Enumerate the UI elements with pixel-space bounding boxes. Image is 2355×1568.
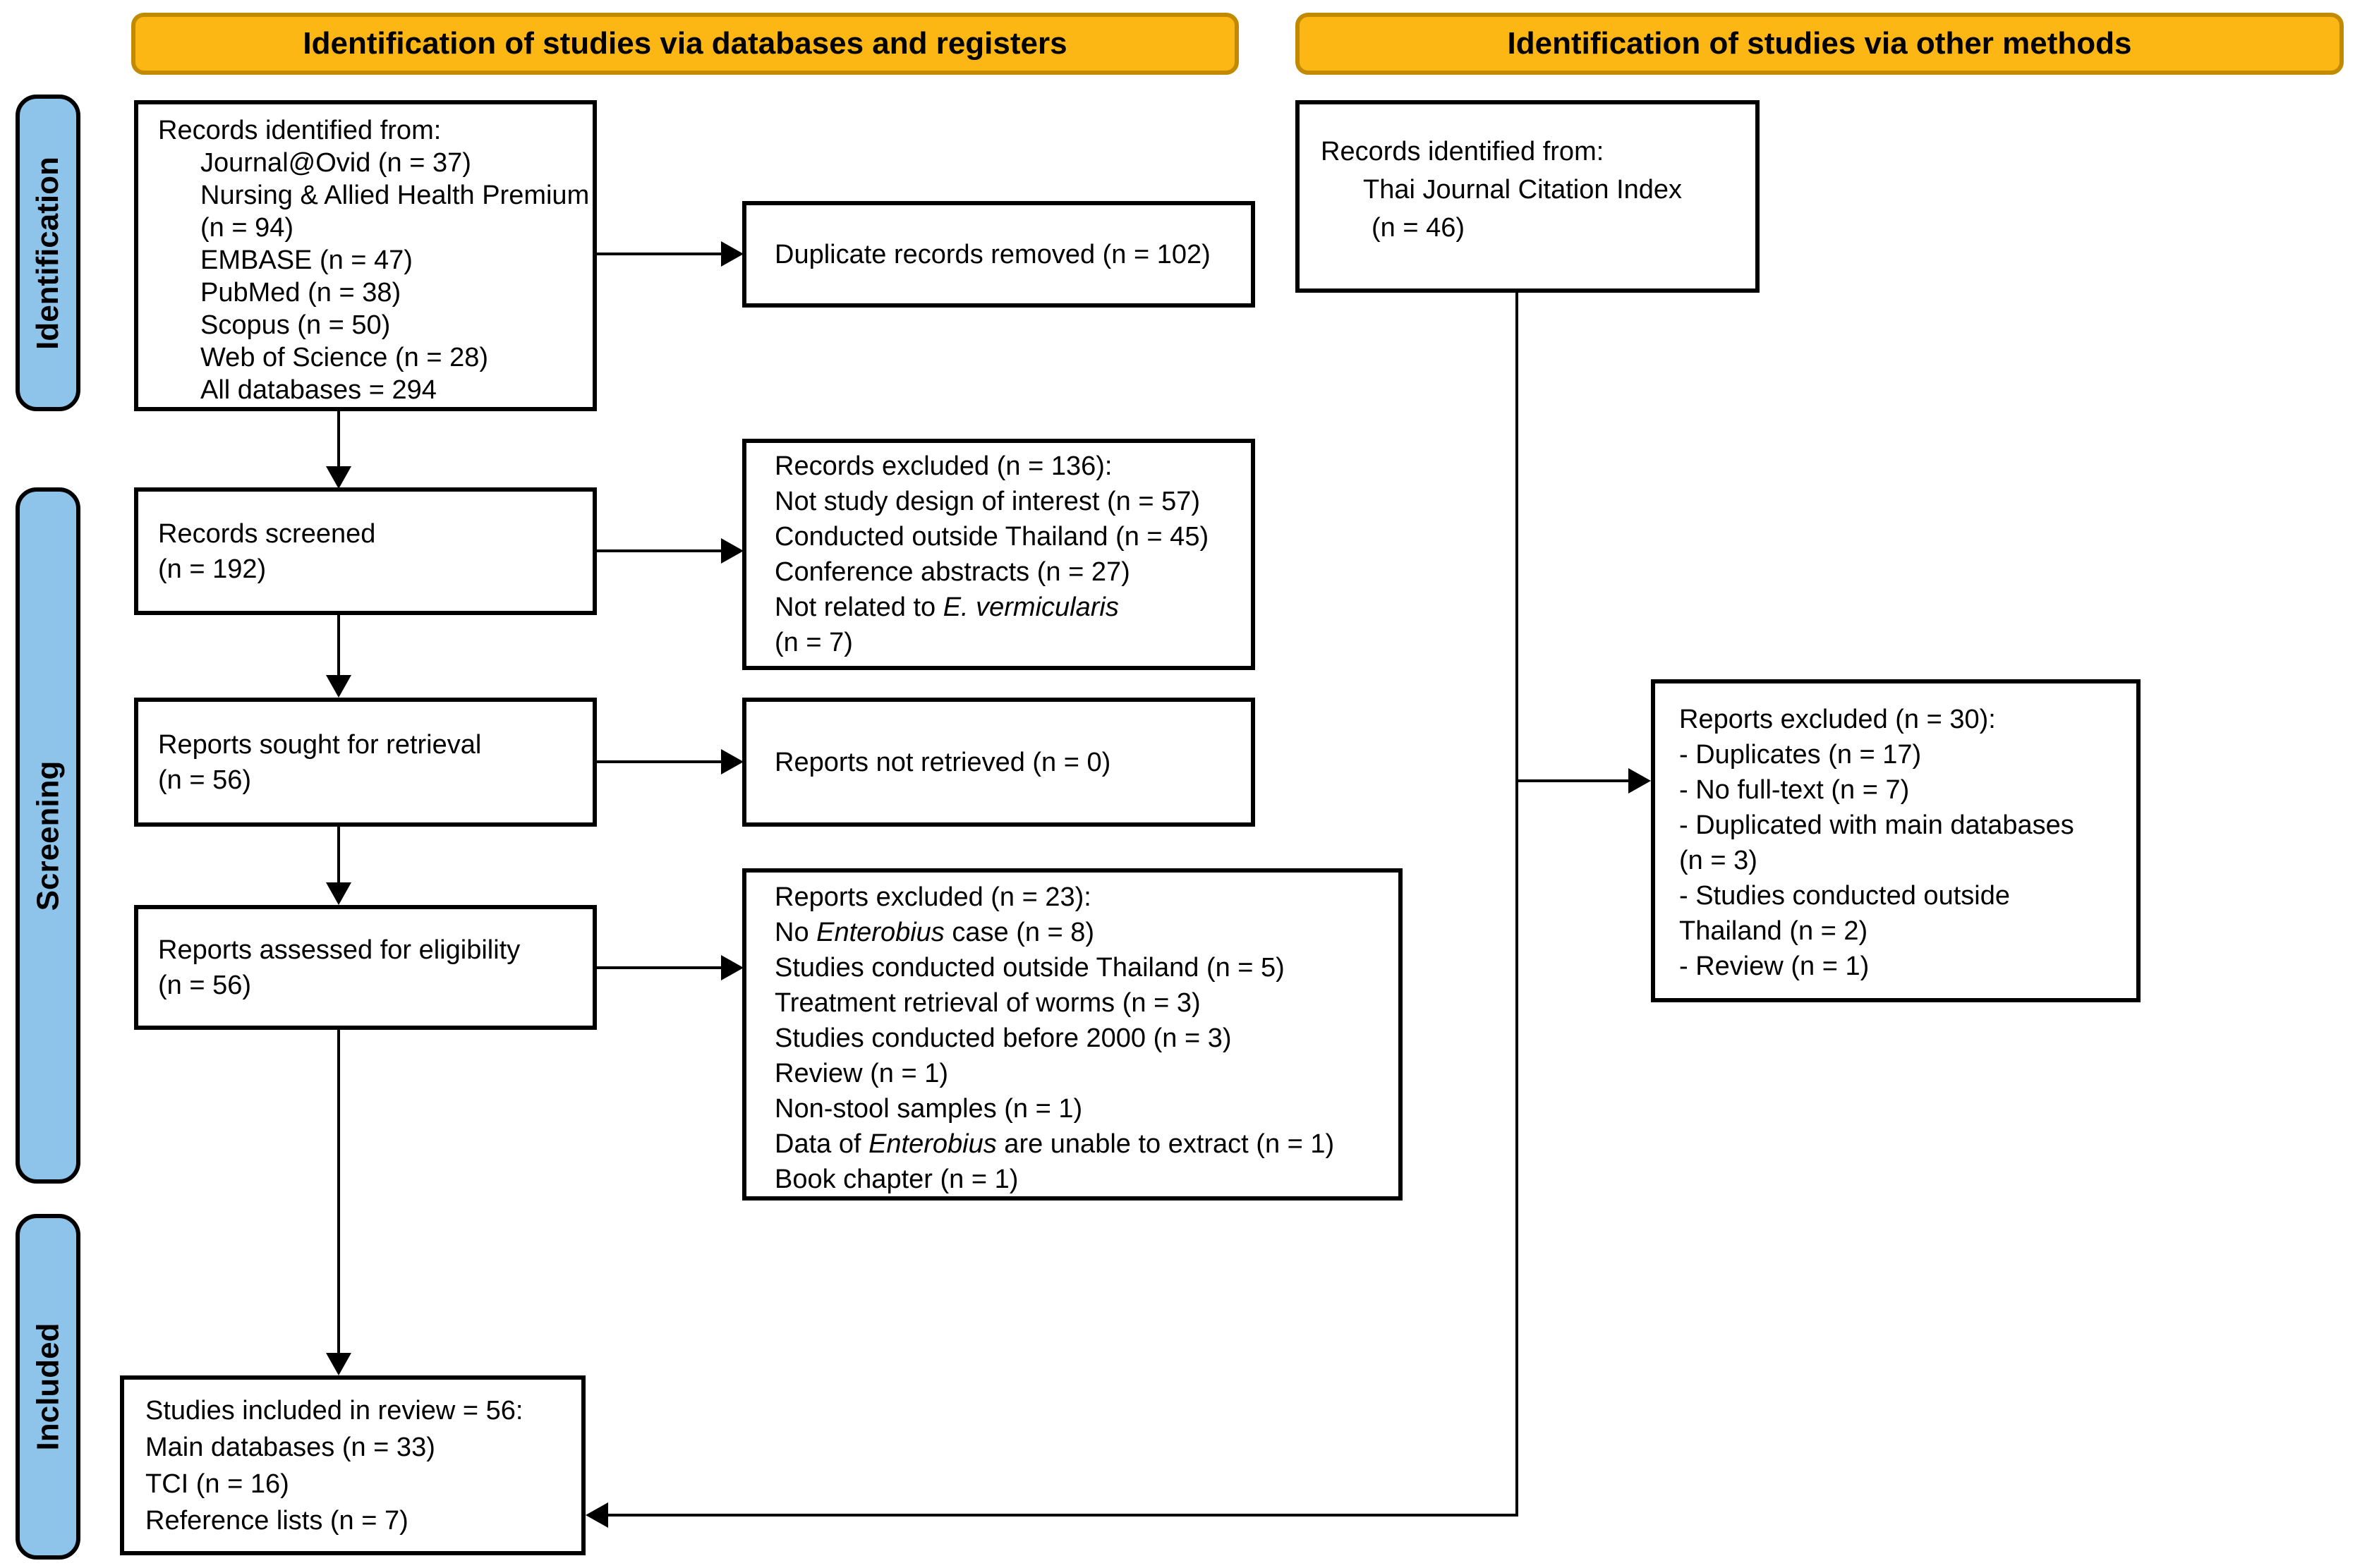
- arrow-identified-to-duplicates-line: [597, 253, 721, 255]
- text-line: Reports sought for retrieval: [158, 729, 482, 760]
- text-line: Not study design of interest (n = 57): [775, 487, 1201, 516]
- text-line: No Enterobius case (n = 8): [775, 918, 1095, 947]
- header-other-methods-label: Identification of studies via other meth…: [1507, 26, 2132, 61]
- text-line: Studies conducted outside Thailand (n = …: [775, 953, 1285, 983]
- box-reports-not-retrieved: Reports not retrieved (n = 0): [742, 698, 1255, 827]
- arrow-screened-to-excluded-line: [597, 549, 721, 552]
- sidebar-screening: Screening: [16, 487, 80, 1184]
- text-line: Main databases (n = 33): [145, 1432, 435, 1462]
- text-line: Reports assessed for eligibility: [158, 935, 521, 965]
- text-line: Reports excluded (n = 23):: [775, 882, 1091, 912]
- sidebar-included: Included: [16, 1214, 80, 1560]
- arrow-identified-to-screened-line: [337, 411, 340, 468]
- sidebar-identification-label: Identification: [30, 156, 65, 350]
- text-line: Data of Enterobius are unable to extract…: [775, 1129, 1335, 1159]
- text-line: EMBASE (n = 47): [200, 245, 413, 275]
- text-line: Reference lists (n = 7): [145, 1505, 408, 1536]
- arrow-assessed-to-included-head: [326, 1353, 351, 1375]
- arrow-identified-to-duplicates-head: [721, 241, 744, 267]
- text-line: Thai Journal Citation Index: [1363, 175, 1683, 205]
- arrow-identified-to-screened-head: [326, 466, 351, 489]
- text-line: (n = 94): [200, 213, 294, 243]
- sidebar-included-label: Included: [30, 1323, 65, 1451]
- text-line: Non-stool samples (n = 1): [775, 1094, 1083, 1124]
- text-line: (n = 7): [775, 628, 853, 657]
- text-line: Studies included in review = 56:: [145, 1395, 523, 1426]
- header-databases-label: Identification of studies via databases …: [303, 26, 1067, 61]
- arrow-screened-to-excluded-head: [721, 538, 744, 564]
- text-line: TCI (n = 16): [145, 1469, 289, 1499]
- text-line: Not related to E. vermicularis: [775, 592, 1119, 622]
- box-reports-excluded-23: Reports excluded (n = 23): No Enterobius…: [742, 868, 1403, 1201]
- text-line: Studies conducted before 2000 (n = 3): [775, 1023, 1232, 1053]
- text-line: Book chapter (n = 1): [775, 1165, 1019, 1194]
- text-line: Conference abstracts (n = 27): [775, 557, 1130, 587]
- text-line: Reports excluded (n = 30):: [1679, 705, 1996, 734]
- text-line: Treatment retrieval of worms (n = 3): [775, 988, 1201, 1018]
- text-line: - Review (n = 1): [1679, 952, 1870, 981]
- text-line: (n = 46): [1372, 213, 1465, 243]
- arrow-sought-to-notretrieved-head: [721, 749, 744, 774]
- text-line: All databases = 294: [200, 375, 437, 405]
- box-reports-sought: Reports sought for retrieval (n = 56): [134, 698, 597, 827]
- text-line: Reports not retrieved (n = 0): [775, 747, 1111, 777]
- text-line: (n = 3): [1679, 846, 1757, 875]
- arrow-sought-to-assessed-head: [326, 882, 351, 905]
- text-line: Review (n = 1): [775, 1059, 949, 1088]
- text-line: (n = 56): [158, 970, 252, 1000]
- arrow-tci-to-included-line: [608, 1514, 1518, 1517]
- header-databases-registers: Identification of studies via databases …: [131, 13, 1239, 75]
- header-other-methods: Identification of studies via other meth…: [1295, 13, 2344, 75]
- text-line: Thailand (n = 2): [1679, 916, 1868, 946]
- text-line: PubMed (n = 38): [200, 278, 401, 308]
- box-reports-assessed: Reports assessed for eligibility (n = 56…: [134, 905, 597, 1030]
- arrow-assessed-to-excluded23-line: [597, 966, 721, 969]
- box-records-identified-tci: Records identified from: Thai Journal Ci…: [1295, 100, 1760, 293]
- line-tci-down: [1515, 293, 1518, 1517]
- text-line: - Duplicated with main databases: [1679, 810, 2074, 840]
- text-line: - No full-text (n = 7): [1679, 775, 1910, 805]
- text-line: - Studies conducted outside: [1679, 881, 2010, 911]
- text-line: Web of Science (n = 28): [200, 343, 489, 372]
- text-line: Journal@Ovid (n = 37): [200, 148, 471, 178]
- text-line: Duplicate records removed (n = 102): [775, 239, 1211, 269]
- box-records-excluded-136: Records excluded (n = 136): Not study de…: [742, 439, 1255, 670]
- text-line: Nursing & Allied Health Premium: [200, 181, 590, 210]
- box-duplicate-records-removed: Duplicate records removed (n = 102): [742, 201, 1255, 308]
- text-line: - Duplicates (n = 17): [1679, 740, 1922, 770]
- text-line: Conducted outside Thailand (n = 45): [775, 522, 1209, 552]
- arrow-tci-to-included-head: [586, 1502, 608, 1528]
- arrow-assessed-to-included-line: [337, 1030, 340, 1354]
- arrow-sought-to-assessed-line: [337, 827, 340, 884]
- arrow-screened-to-sought-head: [326, 675, 351, 698]
- box-records-screened: Records screened (n = 192): [134, 487, 597, 615]
- arrow-screened-to-sought-line: [337, 615, 340, 676]
- text-line: (n = 56): [158, 765, 252, 795]
- text-line: Records identified from:: [158, 116, 442, 145]
- text-line: Records screened: [158, 518, 376, 549]
- text-line: (n = 192): [158, 554, 267, 584]
- sidebar-screening-label: Screening: [30, 760, 65, 911]
- arrow-tci-to-excluded30-line: [1518, 779, 1628, 782]
- box-records-identified-databases: Records identified from: Journal@Ovid (n…: [134, 100, 597, 411]
- box-reports-excluded-30: Reports excluded (n = 30): - Duplicates …: [1651, 679, 2141, 1002]
- text-line: Records excluded (n = 136):: [775, 451, 1113, 481]
- sidebar-identification: Identification: [16, 95, 80, 411]
- arrow-sought-to-notretrieved-line: [597, 760, 721, 763]
- arrow-assessed-to-excluded23-head: [721, 955, 744, 980]
- box-studies-included: Studies included in review = 56: Main da…: [120, 1375, 586, 1555]
- text-line: Records identified from:: [1321, 137, 1604, 166]
- arrow-tci-to-excluded30-head: [1628, 768, 1651, 794]
- text-line: Scopus (n = 50): [200, 310, 391, 340]
